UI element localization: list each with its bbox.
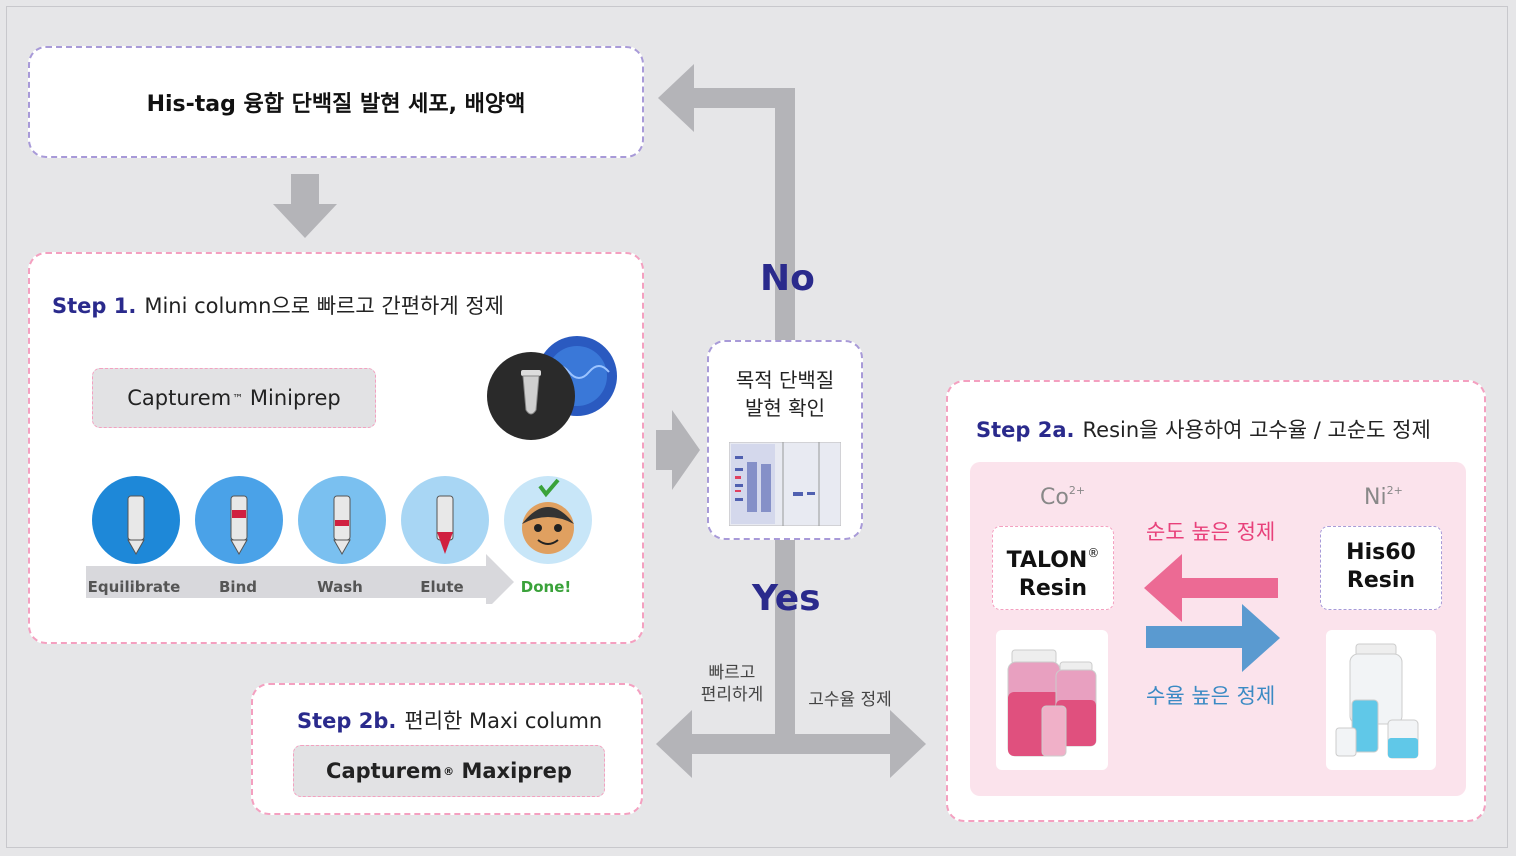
source-title: His-tag 융합 단백질 발현 세포, 배양액 xyxy=(146,92,526,117)
gel-image xyxy=(729,442,841,526)
talon-line2: Resin xyxy=(1018,576,1088,601)
yield-arrow xyxy=(1146,604,1280,672)
fast-convenient-note: 빠르고 편리하게 xyxy=(690,662,774,706)
no-arrowhead xyxy=(658,64,694,132)
yes-path-vertical xyxy=(775,540,795,754)
resin-exchange-arrows xyxy=(1144,554,1280,672)
check-line2: 발현 확인 xyxy=(745,396,825,420)
nickel-ion: Ni2+ xyxy=(1364,484,1403,510)
no-path-horizontal xyxy=(694,88,795,108)
bind-icon xyxy=(195,476,283,564)
talon-resin-box: TALON® Resin xyxy=(992,526,1114,610)
step1-to-check-arrow xyxy=(656,410,700,490)
nickel-symbol: Ni xyxy=(1364,485,1387,510)
fast-note-line2: 편리하게 xyxy=(700,685,764,705)
step2a-panel: Step 2a.Resin을 사용하여 고수율 / 고순도 정제 Co2+ Ni… xyxy=(946,380,1486,822)
registered-mark: ® xyxy=(443,764,455,778)
maxiprep-suffix: Maxiprep xyxy=(461,759,572,783)
stage-label-equilibrate: Equilibrate xyxy=(87,578,181,596)
step1-number: Step 1. xyxy=(52,294,137,318)
step2a-number: Step 2a. xyxy=(976,418,1075,442)
branch-horizontal xyxy=(690,734,892,754)
fast-note-line1: 빠르고 xyxy=(708,663,756,683)
talon-registered-mark: ® xyxy=(1087,546,1100,560)
yield-label: 수율 높은 정제 xyxy=(1146,684,1276,708)
outer-frame xyxy=(6,6,1508,848)
step2b-heading: Step 2b. 편리한 Maxi column xyxy=(297,705,602,735)
high-yield-note: 고수율 정제 xyxy=(808,690,892,710)
stage-label-done: Done! xyxy=(520,578,572,596)
stage-icons xyxy=(86,476,592,604)
purity-label: 순도 높은 정제 xyxy=(1146,520,1276,544)
maxiprep-product: Capturem® Maxiprep xyxy=(293,745,605,797)
his60-line1: His60 xyxy=(1346,540,1416,565)
expression-check-label: 목적 단백질 발현 확인 xyxy=(709,366,861,422)
cobalt-ion: Co2+ xyxy=(1040,484,1085,510)
step1-description: Mini column으로 빠르고 간편하게 정제 xyxy=(144,294,504,318)
talon-line1: TALON® xyxy=(993,539,1113,575)
stage-label-elute: Elute xyxy=(420,578,464,596)
elute-icon xyxy=(401,476,489,564)
step2a-description: Resin을 사용하여 고수율 / 고순도 정제 xyxy=(1082,418,1431,442)
step2a-heading: Step 2a. Resin을 사용하여 고수율 / 고순도 정제 xyxy=(976,414,1431,444)
purity-arrow xyxy=(1144,554,1278,622)
maxiprep-name: Capturem xyxy=(326,759,443,783)
miniprep-name: Capturem xyxy=(127,386,232,410)
step1-panel: Step 1. Mini column으로 빠르고 간편하게 정제 Capture… xyxy=(28,252,644,644)
stage-progress-arrow xyxy=(86,554,514,604)
cobalt-symbol: Co xyxy=(1040,485,1069,510)
step2b-panel: Step 2b. 편리한 Maxi column Capturem® Maxipr… xyxy=(251,683,643,815)
step2b-number: Step 2b. xyxy=(297,709,397,733)
stage-label-bind: Bind xyxy=(219,578,257,596)
miniprep-photo xyxy=(487,336,617,440)
no-path-vertical xyxy=(775,88,795,340)
talon-bottles-photo xyxy=(996,630,1108,770)
his60-bottles-photo xyxy=(1326,630,1436,770)
left-branch-arrowhead xyxy=(656,710,692,778)
his60-resin-box: His60 Resin xyxy=(1320,526,1442,610)
equilibrate-icon xyxy=(92,476,180,564)
right-branch-arrowhead xyxy=(890,710,926,778)
miniprep-suffix: Miniprep xyxy=(249,386,341,410)
step2b-description: 편리한 Maxi column xyxy=(404,709,603,733)
his60-line2: Resin xyxy=(1346,568,1416,593)
stage-label-wash: Wash xyxy=(317,578,363,596)
step1-heading: Step 1. Mini column으로 빠르고 간편하게 정제 xyxy=(52,290,504,320)
check-line1: 목적 단백질 xyxy=(735,368,835,392)
talon-name: TALON xyxy=(1006,548,1088,573)
expression-check-box: 목적 단백질 발현 확인 xyxy=(707,340,863,540)
yes-label: Yes xyxy=(752,578,821,619)
wash-icon xyxy=(298,476,386,564)
source-box: His-tag 융합 단백질 발현 세포, 배양액 xyxy=(28,46,644,158)
down-arrow xyxy=(273,174,337,238)
no-label: No xyxy=(760,258,815,299)
nickel-charge: 2+ xyxy=(1386,484,1403,497)
cobalt-charge: 2+ xyxy=(1068,484,1086,497)
trademark-mark: ™ xyxy=(232,391,244,405)
done-face-icon xyxy=(504,476,592,564)
